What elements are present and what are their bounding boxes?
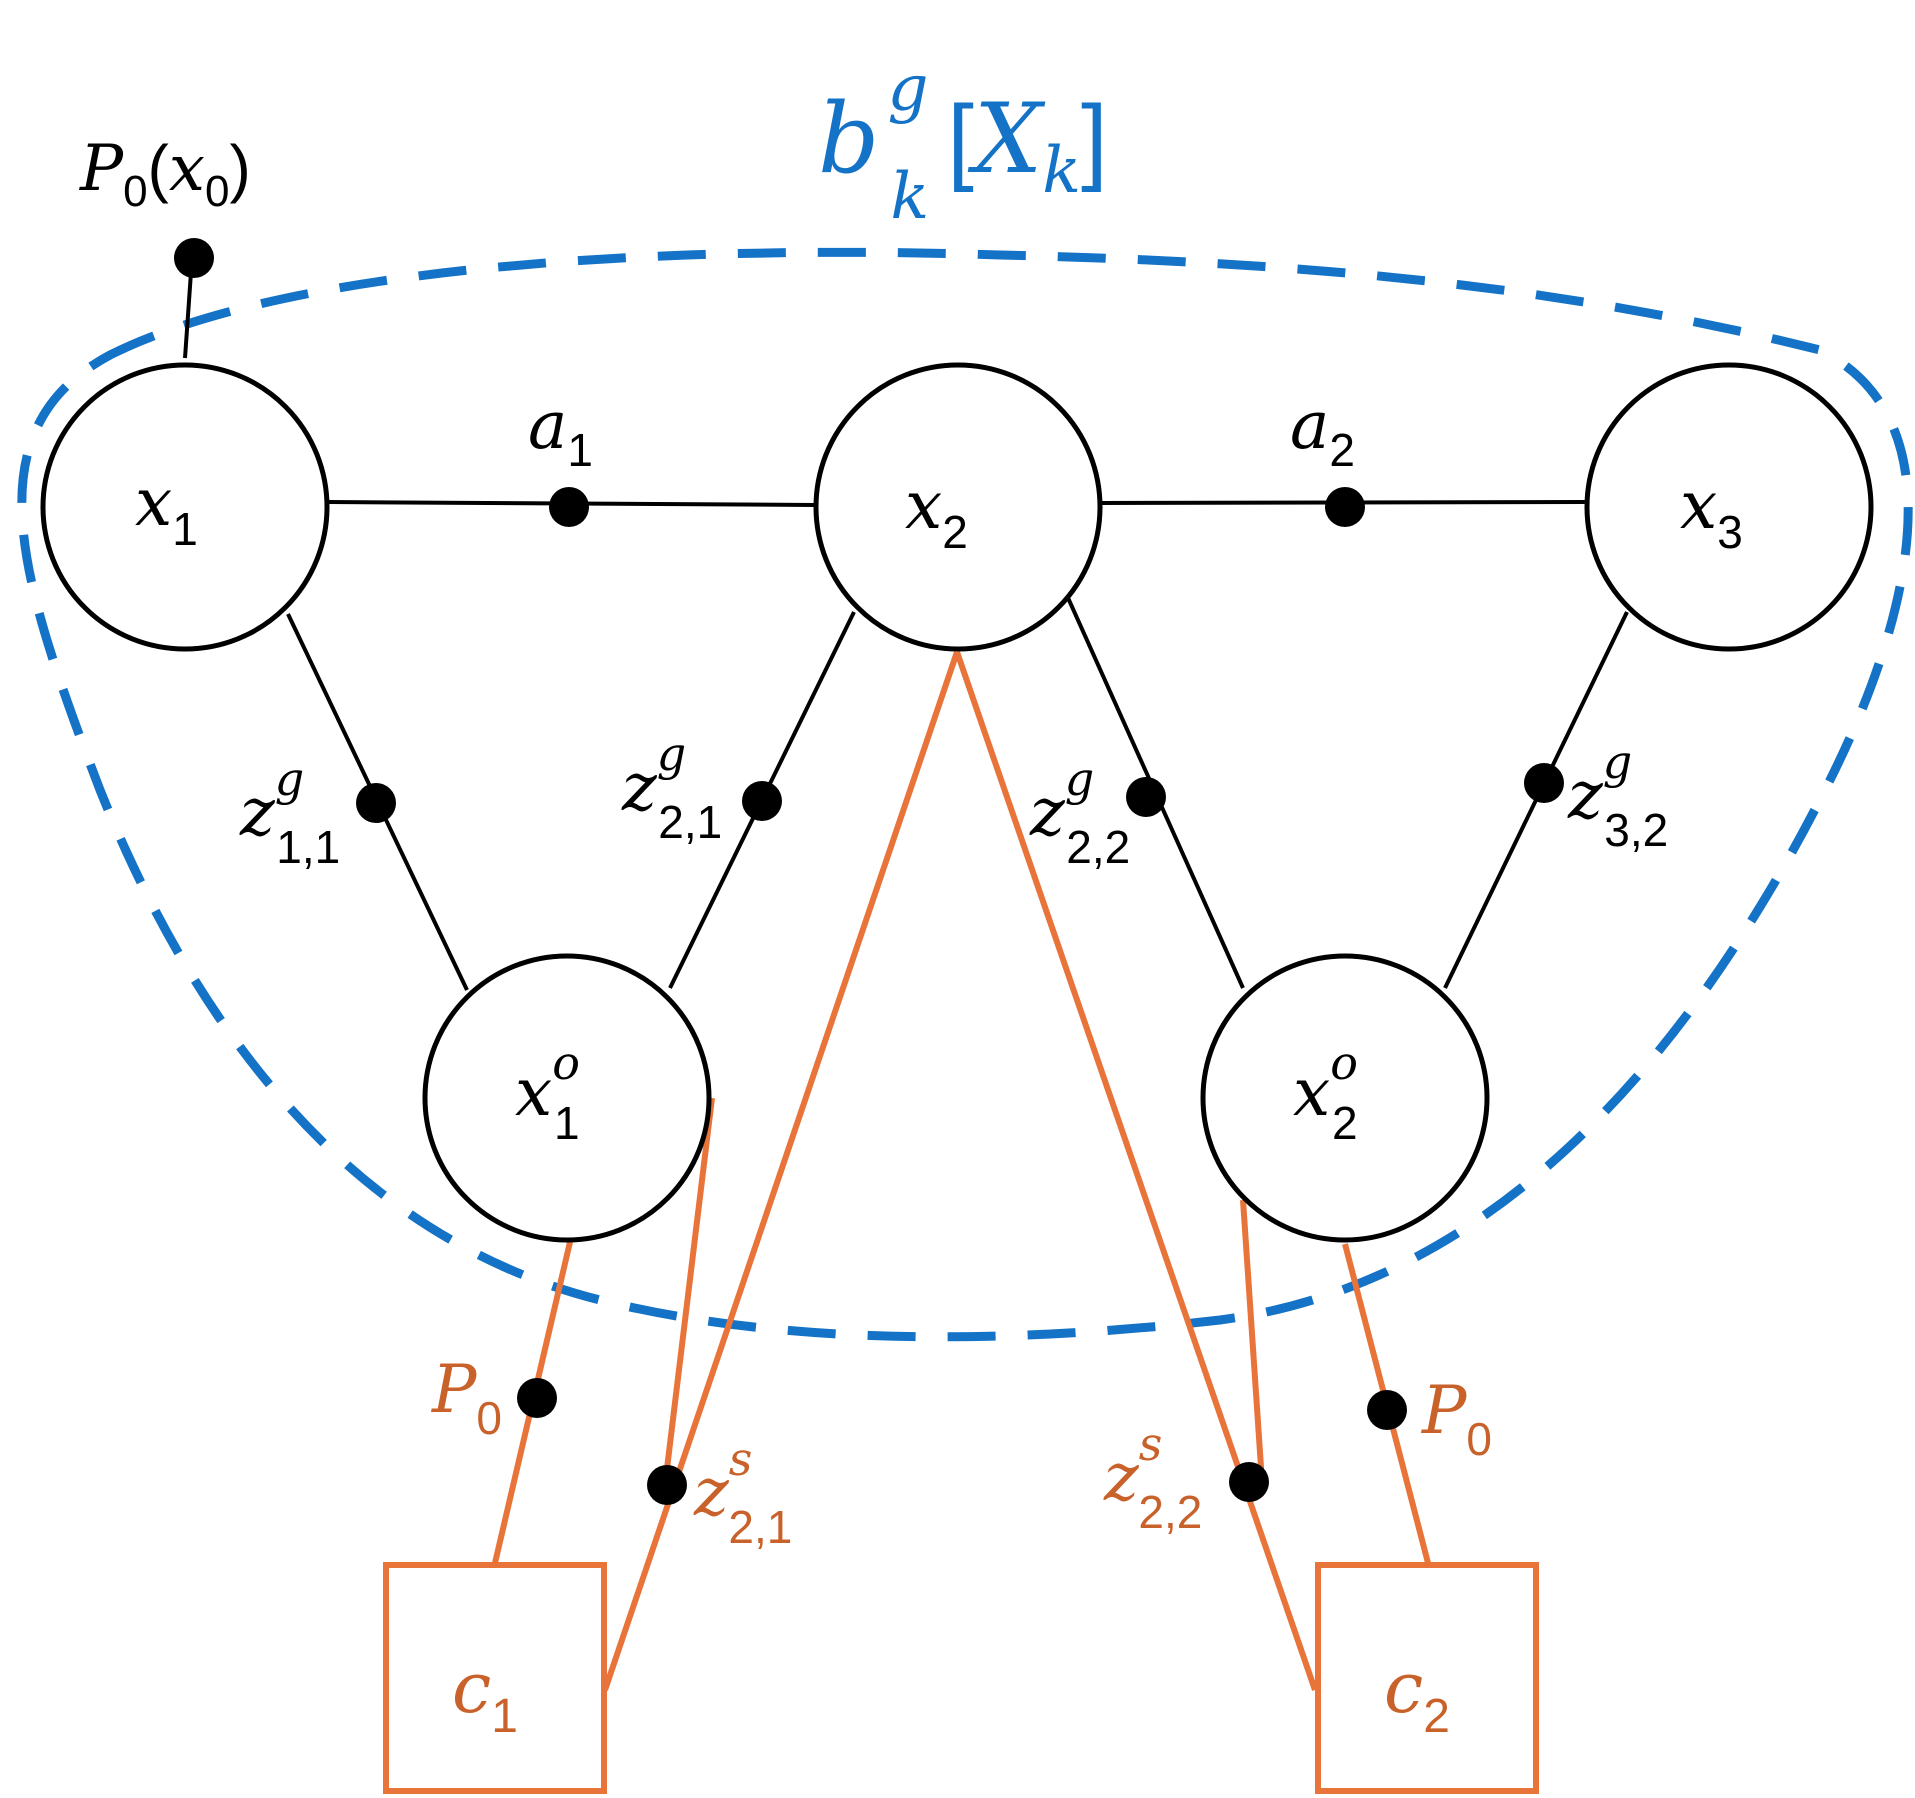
node-x1-label: x1	[135, 464, 198, 555]
camera-c1	[383, 1562, 607, 1794]
belief-boundary	[17, 247, 1913, 1342]
camera-c1-label: c1	[452, 1647, 518, 1743]
node-x1o	[422, 953, 712, 1243]
node-x3	[1584, 362, 1874, 652]
edge-x2-c1	[602, 651, 960, 1691]
camera-c2-label: c2	[1384, 1647, 1450, 1743]
factor-p0-right-dot	[1367, 1390, 1407, 1430]
node-x2	[813, 362, 1103, 652]
factor-z32g-dot	[1524, 763, 1564, 803]
factor-a2-dot	[1325, 487, 1365, 527]
factor-z22g-dot	[1126, 777, 1166, 817]
camera-c2	[1315, 1562, 1539, 1794]
factor-prior-dot	[174, 238, 214, 278]
factor-p0-right-label: P0	[1421, 1372, 1492, 1465]
node-x3-label: x3	[1680, 467, 1743, 558]
factor-p0-left-label: P0	[431, 1351, 502, 1444]
edge-x2o-z22s	[1240, 1199, 1265, 1483]
prior-label: P0(x0)	[79, 132, 251, 216]
factor-a2-label: a2	[1290, 387, 1355, 476]
factor-z21g-dot	[742, 781, 782, 821]
factor-z22s-dot	[1229, 1462, 1269, 1502]
factor-p0-left-dot	[517, 1378, 557, 1418]
node-x2o	[1200, 953, 1490, 1243]
factor-a1-dot	[549, 487, 589, 527]
edge-x1o-z21s	[662, 1097, 715, 1486]
node-x2-label: x2	[905, 467, 968, 558]
factor-z21s-dot	[647, 1465, 687, 1505]
node-x1	[40, 362, 330, 652]
factor-z11g-dot	[356, 783, 396, 823]
factor-a1-label: a1	[528, 387, 593, 476]
edge-x2-c2	[954, 651, 1318, 1691]
